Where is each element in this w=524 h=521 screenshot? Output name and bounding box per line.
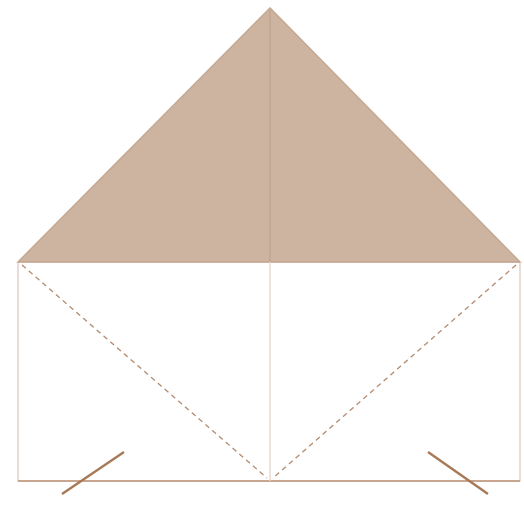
top-flap-triangle [18, 8, 520, 262]
lower-square [18, 262, 520, 481]
